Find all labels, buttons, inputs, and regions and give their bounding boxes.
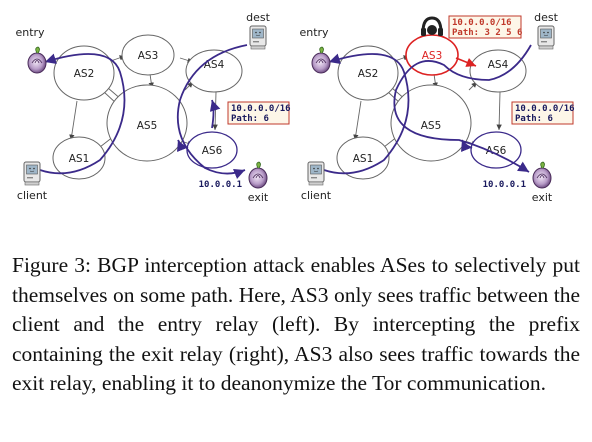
entry-onion-icon xyxy=(27,46,47,74)
hijack-announce-prefix: 10.0.0.0/16 xyxy=(452,18,512,28)
as3-node xyxy=(121,34,175,76)
as1-node xyxy=(336,136,390,180)
announce-box xyxy=(511,101,574,125)
left-traffic-paths xyxy=(39,44,248,180)
hijack-announce-box xyxy=(448,15,522,39)
entry-onion-icon xyxy=(311,46,331,74)
as1-label: AS1 xyxy=(69,153,90,165)
exit-ip: 10.0.0.1 xyxy=(199,180,242,190)
as5-label: AS5 xyxy=(421,120,442,132)
as4-label: AS4 xyxy=(488,59,509,71)
as2-node xyxy=(337,45,399,101)
as4-node xyxy=(469,49,527,93)
announce-path: Path: 6 xyxy=(515,114,553,124)
exit-label: exit xyxy=(248,191,269,204)
client-label: client xyxy=(301,189,332,202)
exit-onion-icon xyxy=(532,161,552,189)
client-computer-icon xyxy=(23,161,41,186)
dest-computer-icon xyxy=(249,25,267,50)
entry-label: entry xyxy=(299,26,329,39)
dest-label: dest xyxy=(534,11,558,24)
exit-label: exit xyxy=(532,191,553,204)
as1-node xyxy=(52,136,106,180)
hijack-announce-path: Path: 3 2 5 6 xyxy=(452,28,522,38)
client-computer-icon xyxy=(307,161,325,186)
as3-label: AS3 xyxy=(138,50,159,62)
client-label: client xyxy=(17,189,48,202)
entry-label: entry xyxy=(15,26,45,39)
right-panel: AS2 AS3 AS4 AS5 AS1 AS6 entry dest clien… xyxy=(299,11,574,204)
left-panel: AS2 AS3 AS4 AS5 AS1 AS6 entry dest clien… xyxy=(15,11,290,204)
hijack-arrow xyxy=(455,57,477,67)
as5-label: AS5 xyxy=(137,120,158,132)
as2-node xyxy=(53,45,115,101)
dest-computer-icon xyxy=(537,25,555,50)
attacker-spy-icon xyxy=(421,16,443,36)
as4-node xyxy=(185,49,243,93)
as5-node xyxy=(106,84,188,162)
as2-label: AS2 xyxy=(74,68,95,80)
right-traffic-paths xyxy=(323,44,532,175)
figure-caption: Figure 3: BGP interception attack enable… xyxy=(12,253,580,395)
as6-label: AS6 xyxy=(202,145,223,157)
as2-label: AS2 xyxy=(358,68,379,80)
as1-label: AS1 xyxy=(353,153,374,165)
as6-label: AS6 xyxy=(486,145,507,157)
as5-node xyxy=(390,84,472,162)
announce-path: Path: 6 xyxy=(231,114,269,124)
announce-prefix: 10.0.0.0/16 xyxy=(231,104,291,114)
as4-label: AS4 xyxy=(204,59,225,71)
announce-prefix: 10.0.0.0/16 xyxy=(515,104,575,114)
as3-label: AS3 xyxy=(422,50,443,62)
figure-3: AS2 AS3 AS4 AS5 AS1 AS6 entry dest clien… xyxy=(15,11,574,204)
dest-label: dest xyxy=(246,11,270,24)
exit-onion-icon xyxy=(248,161,268,189)
announce-box xyxy=(227,101,290,125)
exit-ip: 10.0.0.1 xyxy=(483,180,526,190)
